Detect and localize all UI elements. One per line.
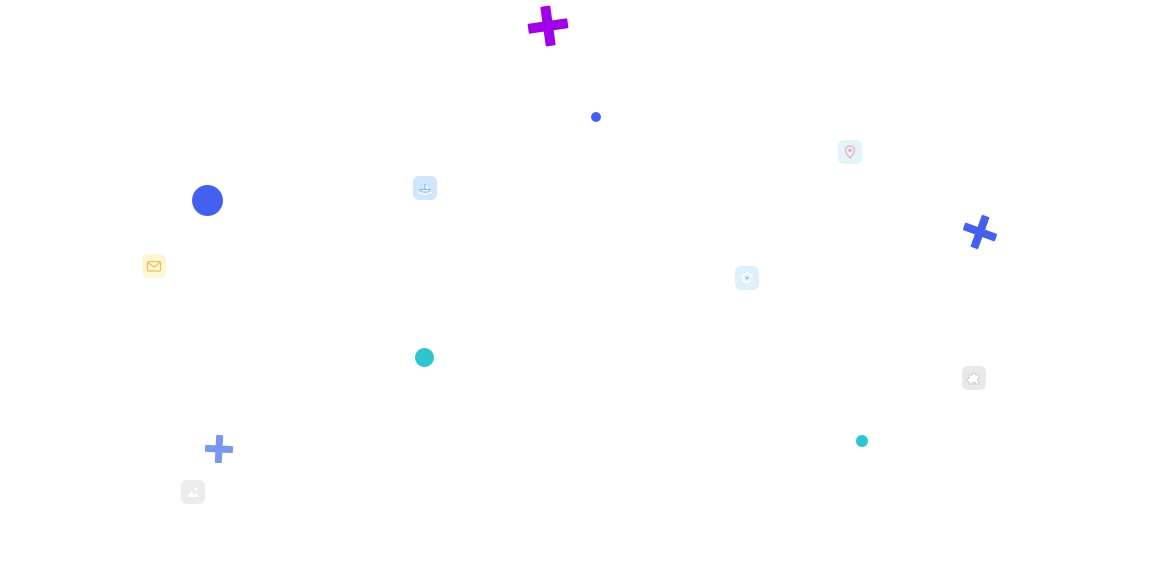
- small-blue-dot: [591, 112, 601, 122]
- puzzle-icon: [962, 366, 986, 390]
- small-cyan-dot: [856, 435, 868, 447]
- location-pin-icon: [838, 140, 862, 164]
- mountain-image-icon: [181, 480, 205, 504]
- light-blue-plus-shape: [204, 434, 234, 464]
- cyan-dot: [415, 348, 434, 367]
- purple-plus-shape: [527, 5, 569, 47]
- boat-icon: [413, 176, 437, 200]
- sync-icon: [735, 266, 759, 290]
- blue-plus-shape: [962, 214, 998, 250]
- mail-icon: [142, 254, 166, 278]
- large-blue-dot: [192, 185, 223, 216]
